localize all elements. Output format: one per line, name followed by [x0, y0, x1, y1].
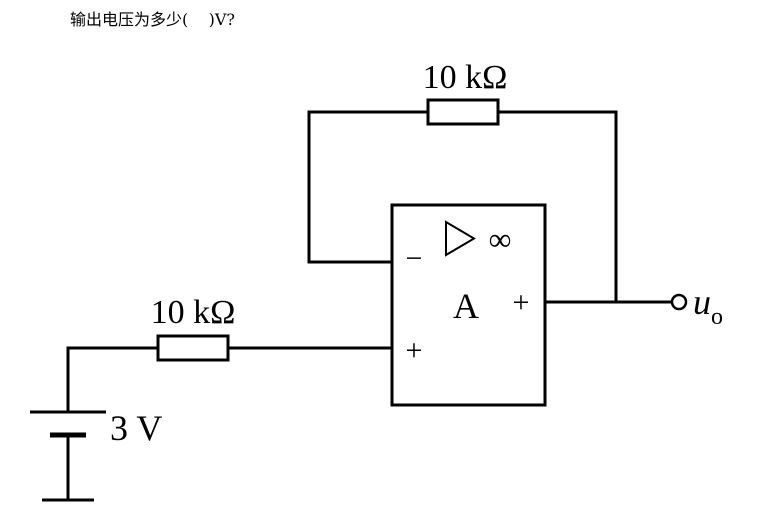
output-terminal: [670, 293, 688, 311]
output-sign: +: [513, 286, 530, 319]
feedback-wire: [307, 110, 430, 264]
output-subscript: o: [711, 304, 723, 330]
input-wire-left: [66, 346, 160, 414]
opamp-label: A: [453, 286, 479, 326]
input-resistor: [156, 334, 230, 362]
feedback-resistor-label: 10 kΩ: [423, 59, 508, 96]
question-text: 输出电压为多少( )V?: [70, 10, 235, 29]
opamp-body: [390, 203, 547, 407]
feedback-wire-right: [496, 110, 618, 304]
opamp-gain-symbol: ∞: [489, 221, 512, 257]
inverting-input-sign: −: [406, 242, 423, 275]
input-resistor-label: 10 kΩ: [151, 294, 236, 331]
source-voltage-label: 3 V: [110, 408, 162, 448]
feedback-resistor: [426, 98, 500, 126]
opamp-triangle-icon: [445, 220, 476, 257]
noninverting-input-sign: +: [406, 334, 423, 367]
output-label: uo: [693, 282, 723, 330]
